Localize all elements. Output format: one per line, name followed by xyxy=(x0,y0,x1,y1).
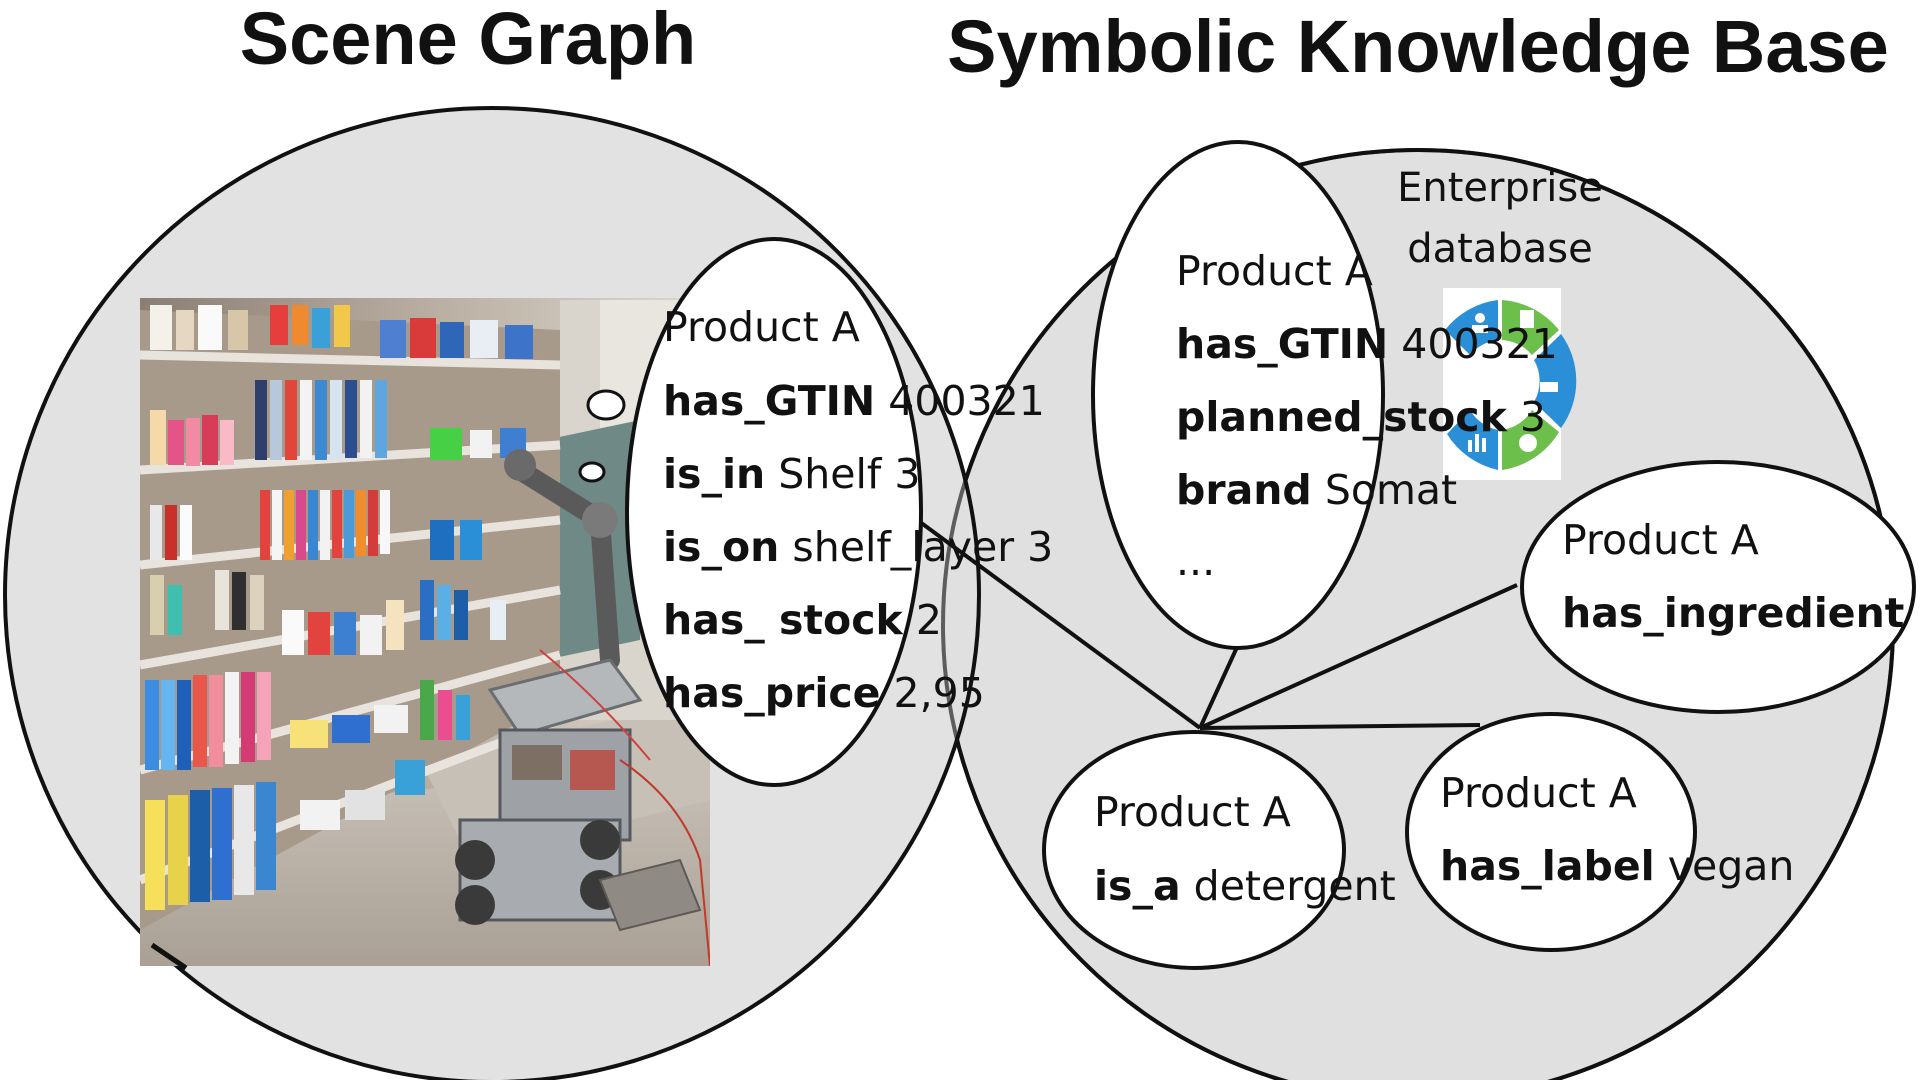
scene-node-row-gtin: has_GTIN 400321 xyxy=(663,377,1045,425)
kb-main-row-planned-stock: planned_stock 3 xyxy=(1176,393,1546,441)
edge-main-to-isa xyxy=(1198,644,1240,729)
scene-node-row-is-on: is_on shelf_layer 3 xyxy=(663,523,1053,571)
ingredient-heading: Product A xyxy=(1562,516,1759,564)
kb-isa-node: Product A is_a detergent xyxy=(1042,730,1396,970)
ingredient-row: has_ingredient perfume xyxy=(1562,589,1920,637)
enterprise-database-ring-icon xyxy=(1443,288,1577,480)
scene-graph-title: Scene Graph xyxy=(240,0,697,80)
isa-row: is_a detergent xyxy=(1094,862,1396,910)
edge-ingredient-to-isa xyxy=(1199,583,1518,730)
scene-node-heading: Product A xyxy=(663,303,860,351)
enterprise-label-line1: Enterprise xyxy=(1397,165,1603,211)
scene-node-row-stock: has_ stock 2 xyxy=(663,596,942,644)
kb-main-node: Product A has_GTIN 400321 planned_stock … xyxy=(1091,140,1558,650)
kb-main-ellipsis: ... xyxy=(1176,537,1215,585)
photo-edge-mark xyxy=(150,942,188,971)
kb-label-node: Product A has_label vegan xyxy=(1405,712,1794,952)
scene-node-row-is-in: is_in Shelf 3 xyxy=(663,450,920,498)
isa-heading: Product A xyxy=(1094,788,1291,836)
enterprise-label-line2: database xyxy=(1407,226,1592,272)
scene-graph-node: Product A has_GTIN 400321 is_in Shelf 3 … xyxy=(625,237,1053,787)
thought-bubble-small xyxy=(578,461,606,483)
edge-scene-to-isa xyxy=(918,520,1202,730)
retail-shelf-robot-photo xyxy=(140,298,710,966)
label-heading: Product A xyxy=(1440,769,1637,817)
thought-bubble-medium xyxy=(586,389,626,421)
kb-main-row-gtin: has_GTIN 400321 xyxy=(1176,320,1558,368)
kb-main-row-brand: brand Somat xyxy=(1176,466,1457,514)
connector-lines xyxy=(918,520,1518,730)
knowledge-base-title: Symbolic Knowledge Base xyxy=(947,5,1889,88)
kb-main-heading: Product A xyxy=(1176,247,1373,295)
edge-label-to-isa xyxy=(1199,723,1481,730)
scene-node-row-price: has_price 2,95 xyxy=(663,669,985,717)
kb-ingredient-node: Product A has_ingredient perfume xyxy=(1520,460,1920,714)
label-row: has_label vegan xyxy=(1440,842,1794,890)
